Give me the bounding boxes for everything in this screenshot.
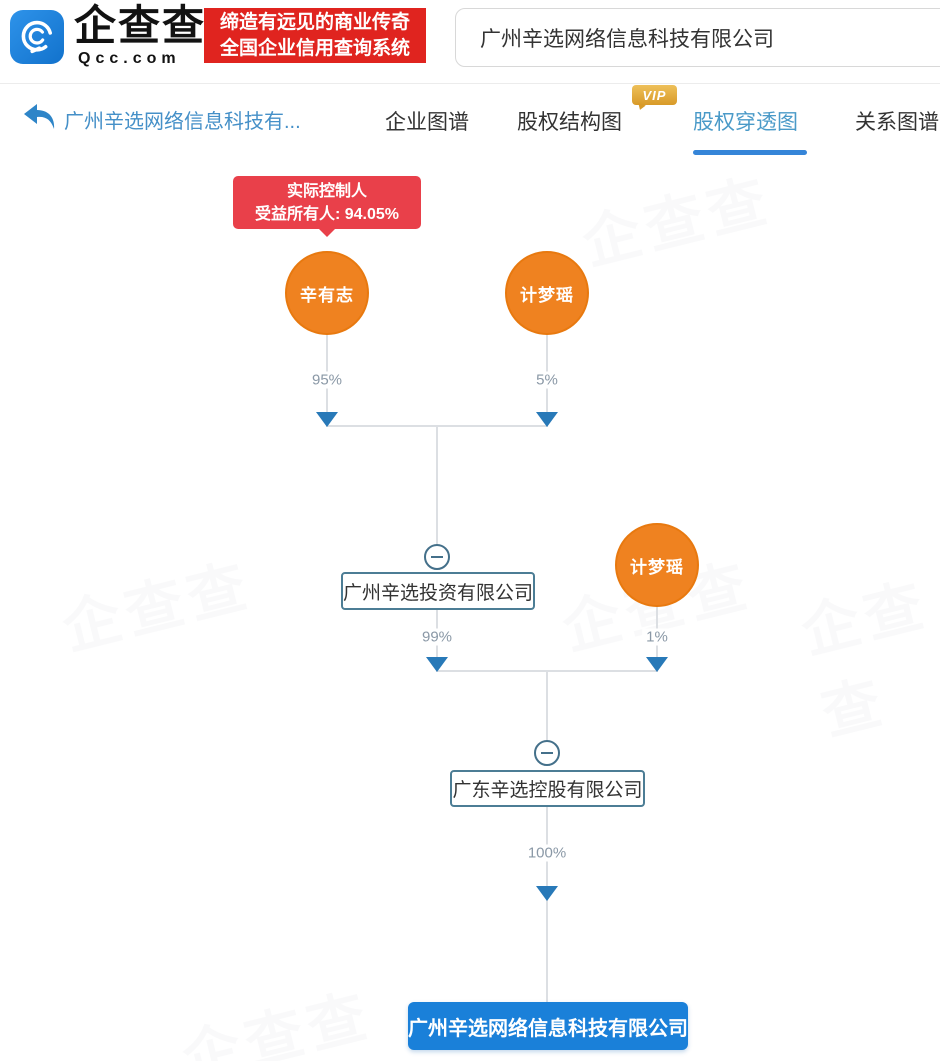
current-company-link[interactable]: 广州辛选网络信息科技有... [64,111,301,133]
edge-line [436,427,438,544]
watermark: 企查查 [573,160,780,281]
app-header: 企查查 Qcc.com 缔造有远见的商业传奇 全国企业信用查询系统 [0,0,940,84]
node-company-investment[interactable]: 广州辛选投资有限公司 [341,572,535,610]
arrow-down-icon [646,657,668,672]
share-label-95: 95% [307,371,347,389]
active-tab-underline [693,150,807,155]
slogan-banner: 缔造有远见的商业传奇 全国企业信用查询系统 [204,8,426,63]
tab-company-graph[interactable]: 企业图谱 [385,111,469,134]
brand-domain: Qcc.com [78,50,181,67]
share-label-1: 1% [642,628,672,646]
collapse-node-icon[interactable] [424,544,450,570]
share-label-100: 100% [523,844,571,862]
watermark: 企查查 [173,968,380,1061]
watermark: 企查查 [53,538,260,666]
actual-controller-badge: 实际控制人 受益所有人: 94.05% [233,176,421,237]
arrow-down-icon [536,412,558,427]
arrow-down-icon [536,886,558,901]
tab-equity-penetration[interactable]: 股权穿透图 [693,111,798,134]
arrow-down-icon [426,657,448,672]
tab-equity-structure[interactable]: 股权结构图 [517,111,622,134]
controller-badge-line1: 实际控制人 [286,182,367,200]
vip-badge: VIP [632,85,677,105]
back-arrow-icon[interactable] [22,102,56,132]
node-company-holding[interactable]: 广东辛选控股有限公司 [450,770,645,807]
slogan-line2: 全国企业信用查询系统 [219,37,410,59]
share-label-5: 5% [532,371,562,389]
edge-line [327,425,547,427]
edge-line [437,670,657,672]
edge-line [546,672,548,740]
controller-badge-line2: 受益所有人: 94.05% [254,205,400,223]
company-search-input[interactable] [455,8,940,67]
brand-name[interactable]: 企查查 [74,2,207,49]
graph-nav-bar: 广州辛选网络信息科技有... 企业图谱 股权结构图 VIP 股权穿透图 关系图谱 [0,84,940,160]
edge-line [546,807,548,1002]
node-person-jimengyao-top[interactable]: 计梦瑶 [505,251,589,335]
slogan-line1: 缔造有远见的商业传奇 [219,11,410,33]
arrow-down-icon [316,412,338,427]
qcc-logo-icon[interactable] [10,10,64,64]
share-label-99: 99% [417,628,457,646]
node-person-xinyouzhi[interactable]: 辛有志 [285,251,369,335]
node-person-jimengyao-mid[interactable]: 计梦瑶 [615,523,699,607]
watermark: 企查查 [792,557,940,751]
tab-relation-graph[interactable]: 关系图谱 [855,111,939,134]
collapse-node-icon[interactable] [534,740,560,766]
equity-penetration-canvas: 企查查 企查查 企查查 企查查 企查查 95% 5% 99% 1% 100% 实… [0,160,940,1061]
node-company-target[interactable]: 广州辛选网络信息科技有限公司 [408,1002,688,1050]
